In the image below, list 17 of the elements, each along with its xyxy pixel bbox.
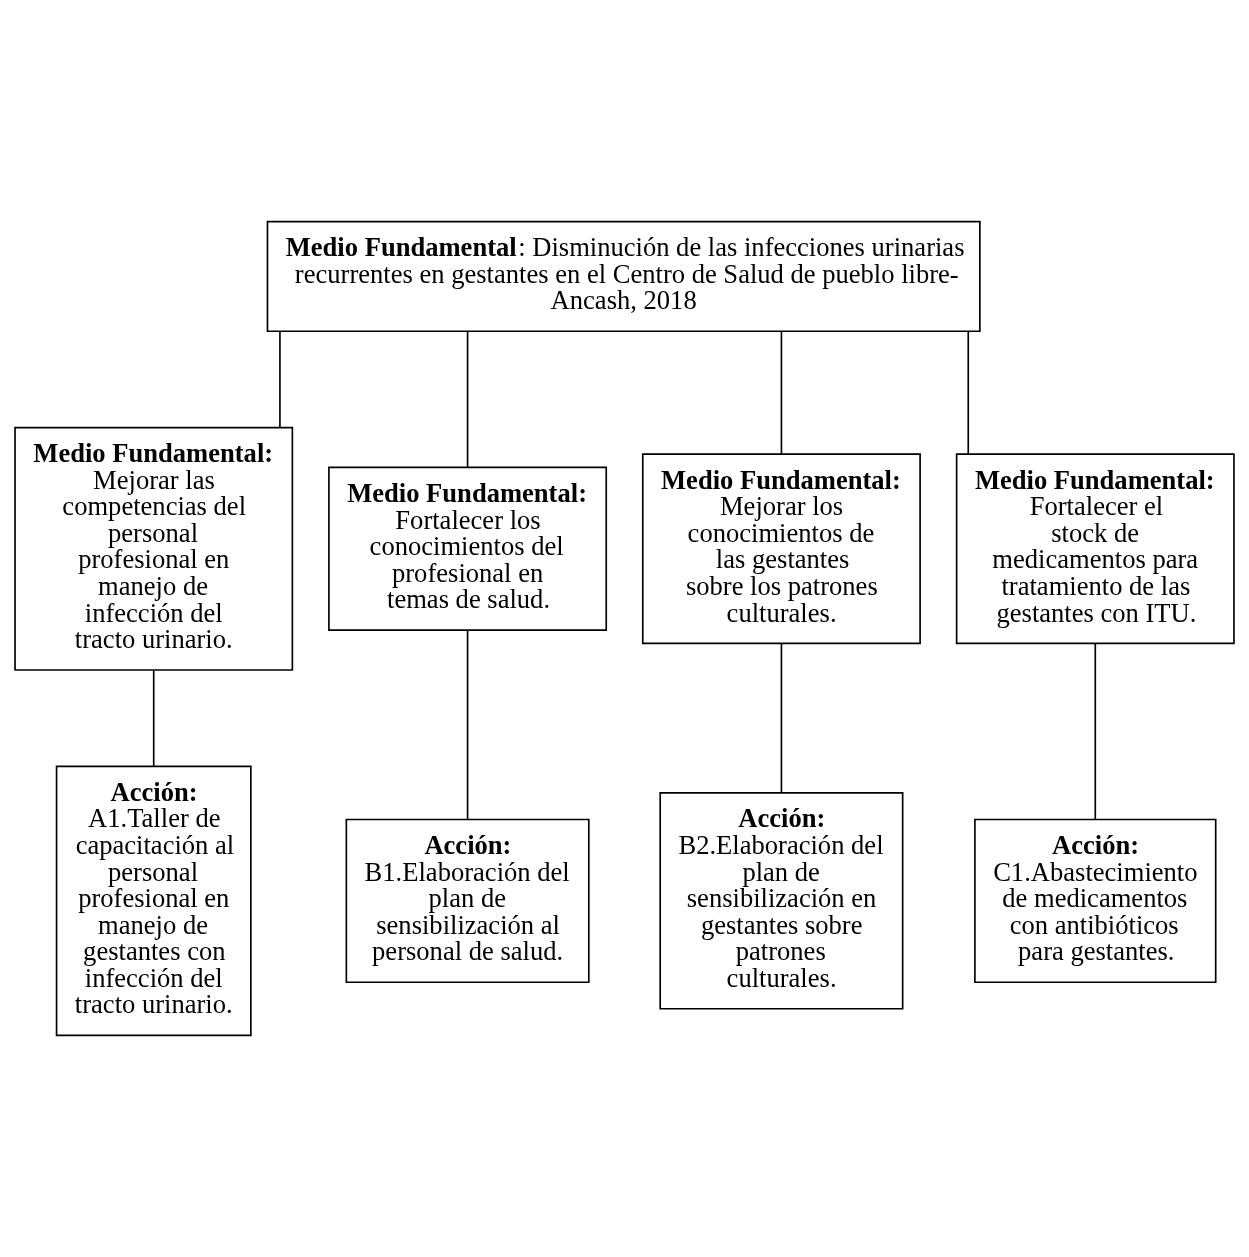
node-box: Medio Fundamental: Fortalecer el stock de medicamentos para tratamiento de las gestantes con ITU. (955, 453, 1235, 645)
node-box: Medio Fundamental: Fortalecer los conocimientos del profesional en temas de salud. (328, 466, 608, 631)
connector (152, 669, 155, 767)
node-box: Acción: A1.Taller de capacitación al personal profesional en manejo de gestantes con infección del tracto urinario. (55, 765, 252, 1037)
connector (1094, 642, 1097, 820)
node-box: Medio Fundamental: Mejorar los conocimientos de las gestantes sobre los patrones culturales. (641, 453, 921, 645)
node-box: Medio Fundamental: Disminución de las infecciones urinarias recurrentes en gestantes en el Centro de Salud de pueblo libre- Ancash, 2018 (266, 220, 981, 333)
connector (466, 330, 469, 469)
connector (780, 642, 783, 794)
connector (279, 330, 281, 429)
node-box: Acción: B2.Elaboración del plan de sensibilización en gestantes sobre patrones culturales. (659, 792, 904, 1010)
connector (466, 629, 469, 820)
connector (780, 330, 783, 455)
node-box: Acción: C1.Abastecimiento de medicamentos con antibióticos para gestantes. (974, 818, 1217, 984)
node-box: Medio Fundamental: Mejorar las competencias del personal profesional en manejo de infección del tracto urinario. (14, 426, 294, 671)
node-box: Acción: B1.Elaboración del plan de sensibilización al personal de salud. (345, 818, 590, 984)
connector (967, 330, 970, 455)
